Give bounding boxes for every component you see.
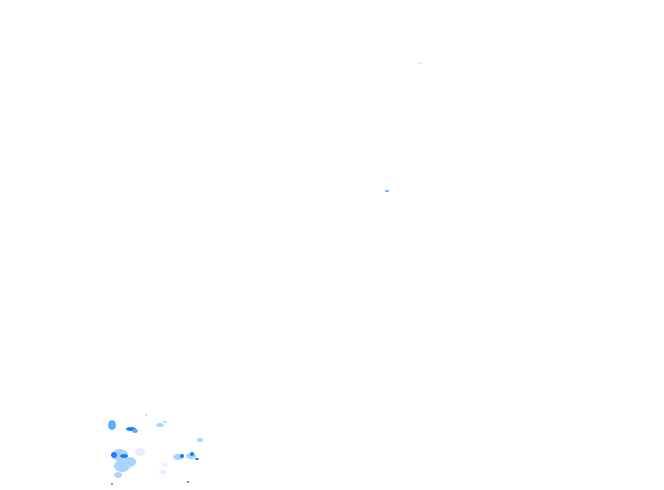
radar-echo <box>120 454 128 458</box>
radar-echo <box>190 452 194 456</box>
radar-echo <box>114 472 122 478</box>
radar-echo <box>132 429 138 433</box>
radar-echo <box>135 448 145 456</box>
radar-echo <box>162 463 168 467</box>
radar-echo <box>195 458 199 460</box>
radar-echo <box>108 420 116 430</box>
radar-echo <box>385 190 389 192</box>
radar-echo <box>111 483 113 485</box>
radar-echo <box>111 452 117 458</box>
radar-echo <box>163 421 167 423</box>
radar-echo <box>197 438 203 442</box>
radar-echo <box>159 470 167 474</box>
radar-echo <box>180 454 184 458</box>
radar-echo <box>124 457 136 467</box>
radar-echo <box>145 414 147 416</box>
radar-echo <box>187 481 189 483</box>
radar-echo <box>417 62 423 64</box>
radar-echo <box>156 423 164 427</box>
